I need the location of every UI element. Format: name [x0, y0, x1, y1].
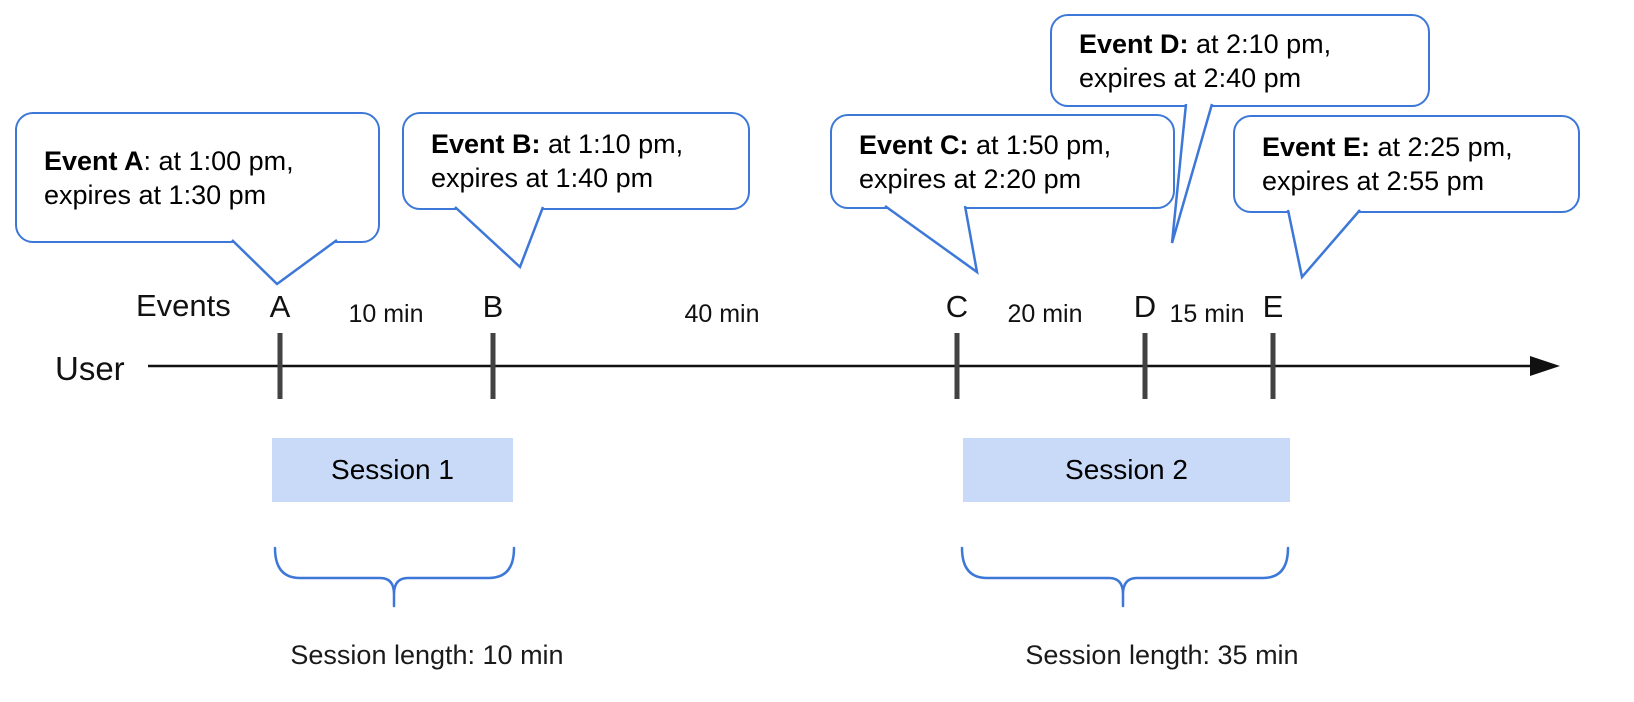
event-b-time: at 1:10 pm,: [540, 129, 684, 159]
event-b-title: Event B:: [431, 129, 541, 159]
event-d-expiry: expires at 2:40 pm: [1079, 62, 1302, 93]
event-d-title: Event D:: [1079, 28, 1189, 59]
session-2-brace: [960, 546, 1290, 608]
timeline-arrowhead-icon: [1530, 356, 1560, 376]
session-2-length-caption: Session length: 35 min: [1025, 640, 1299, 670]
events-label: Events: [136, 288, 231, 323]
event-a-callout-tail: [231, 238, 338, 286]
event-a-text: Event A: at 1:00 pm, expires at 1:30 pm: [44, 144, 378, 212]
event-c-callout-tail: [884, 204, 979, 275]
session-1-brace: [273, 546, 516, 608]
tick-label-c: C: [945, 289, 969, 324]
event-e-expiry: expires at 2:55 pm: [1262, 166, 1485, 196]
tick-label-d: D: [1133, 289, 1157, 324]
event-d-callout: Event D: at 2:10 pm, expires at 2:40 pm: [1050, 14, 1430, 107]
event-d-callout-tail: [1170, 103, 1214, 244]
event-b-callout: Event B: at 1:10 pm, expires at 1:40 pm: [402, 112, 750, 210]
event-e-time: at 2:25 pm,: [1370, 132, 1513, 162]
event-a-expiry: expires at 1:30 pm: [44, 179, 267, 210]
event-c-expiry: expires at 2:20 pm: [859, 163, 1082, 194]
event-e-title: Event E:: [1262, 132, 1371, 162]
event-a-title: Event A: [44, 145, 144, 176]
tick-label-e: E: [1262, 289, 1284, 324]
session-1-length-caption: Session length: 10 min: [290, 640, 564, 670]
tick-label-a: A: [269, 289, 291, 324]
session-2-label: Session 2: [1065, 454, 1188, 485]
event-a-time: : at 1:00 pm,: [143, 145, 294, 176]
event-e-callout-tail: [1286, 209, 1361, 280]
event-d-text: Event D: at 2:10 pm, expires at 2:40 pm: [1079, 27, 1428, 95]
event-e-callout: Event E: at 2:25 pm, expires at 2:55 pm: [1233, 115, 1580, 213]
user-label: User: [55, 350, 125, 387]
session-1-label: Session 1: [331, 454, 454, 485]
interval-b-c: 40 min: [684, 300, 760, 328]
interval-c-d: 20 min: [1007, 300, 1083, 328]
event-c-title: Event C:: [859, 129, 969, 160]
session-1-bar: Session 1: [272, 438, 513, 502]
event-c-callout: Event C: at 1:50 pm, expires at 2:20 pm: [830, 114, 1175, 209]
event-b-expiry: expires at 1:40 pm: [431, 163, 654, 193]
event-c-time: at 1:50 pm,: [968, 129, 1112, 160]
event-c-text: Event C: at 1:50 pm, expires at 2:20 pm: [859, 128, 1173, 196]
session-2-bar: Session 2: [963, 438, 1290, 502]
event-d-time: at 2:10 pm,: [1188, 28, 1332, 59]
event-b-text: Event B: at 1:10 pm, expires at 1:40 pm: [431, 127, 748, 195]
interval-a-b: 10 min: [348, 300, 424, 328]
tick-label-b: B: [482, 289, 504, 324]
event-a-callout: Event A: at 1:00 pm, expires at 1:30 pm: [15, 112, 380, 243]
interval-d-e: 15 min: [1169, 300, 1245, 328]
event-e-text: Event E: at 2:25 pm, expires at 2:55 pm: [1262, 130, 1578, 198]
event-b-callout-tail: [454, 206, 545, 270]
